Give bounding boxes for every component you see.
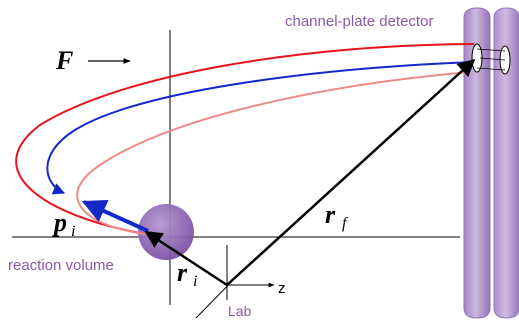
momentum-label: p (52, 208, 67, 237)
detector-label: channel-plate detector (285, 13, 433, 30)
initial-position-label: r (177, 258, 188, 287)
detector-hole-link-bottom (476, 67, 506, 71)
initial-position-vector (144, 230, 228, 287)
z-axis-label: z (278, 280, 286, 297)
detector-hole-link-mid (479, 57, 506, 61)
momentum-vector (81, 199, 149, 233)
lab-label: Lab (228, 303, 252, 319)
force-label: F (55, 46, 73, 75)
momentum-subscript: i (71, 223, 75, 240)
final-position-label: r (325, 200, 336, 229)
reaction-volume-label: reaction volume (8, 257, 114, 274)
trajectory-red (15, 43, 475, 235)
detector-plate-back (493, 7, 519, 319)
final-position-subscript: f (342, 215, 349, 232)
detector-plate-front (463, 7, 491, 319)
detector-hole-link-top (476, 48, 506, 52)
lab-diagonal-axis (195, 267, 246, 319)
initial-position-subscript: i (193, 273, 197, 290)
final-position-vector (226, 58, 476, 286)
channel-plate-detector (463, 7, 519, 319)
trajectory-blue (46, 61, 475, 195)
trajectory-pink (76, 71, 471, 235)
